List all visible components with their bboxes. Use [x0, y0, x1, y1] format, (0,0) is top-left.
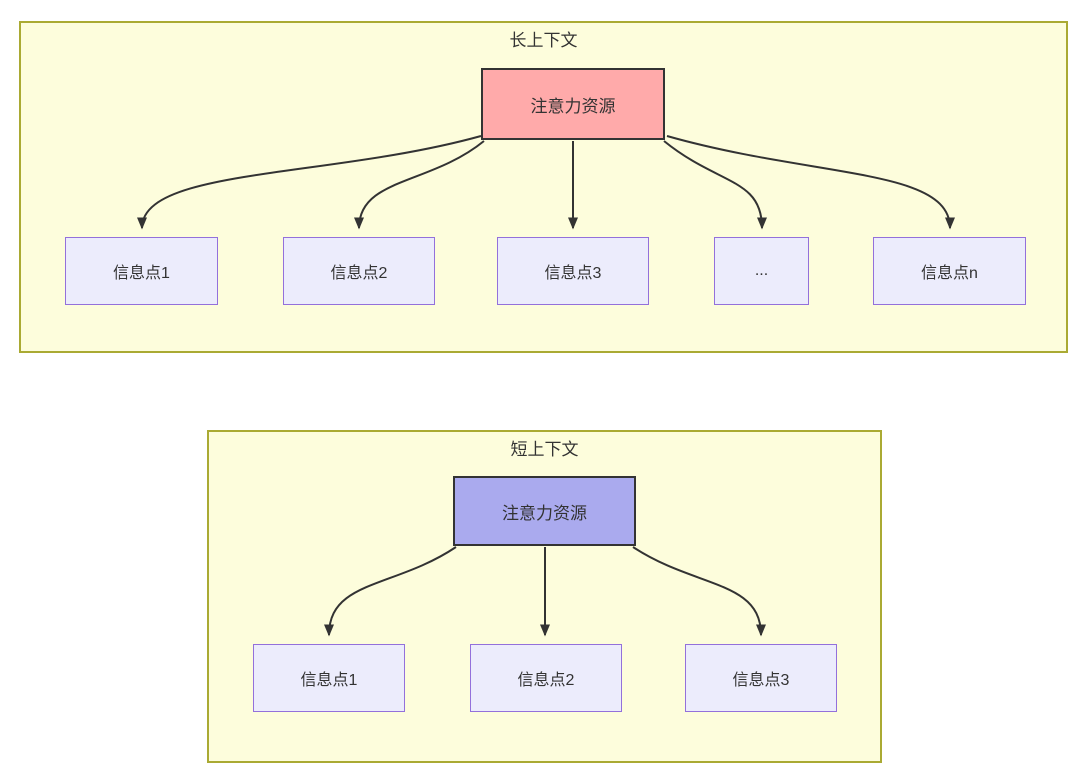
short-context-title: 短上下文: [510, 440, 579, 459]
short-info-node-1: 信息点1: [253, 644, 405, 712]
long-context-title: 长上下文: [509, 31, 578, 50]
long-attention-resource-node: 注意力资源: [481, 68, 665, 140]
short-attention-resource-node: 注意力资源: [453, 476, 636, 546]
short-info-node-2: 信息点2: [470, 644, 622, 712]
short-info-node-3: 信息点3: [685, 644, 837, 712]
long-info-node-n: 信息点n: [873, 237, 1026, 305]
long-info-node-2: 信息点2: [283, 237, 435, 305]
long-info-node-ellipsis: ...: [714, 237, 809, 305]
long-info-node-1: 信息点1: [65, 237, 218, 305]
long-info-node-3: 信息点3: [497, 237, 649, 305]
